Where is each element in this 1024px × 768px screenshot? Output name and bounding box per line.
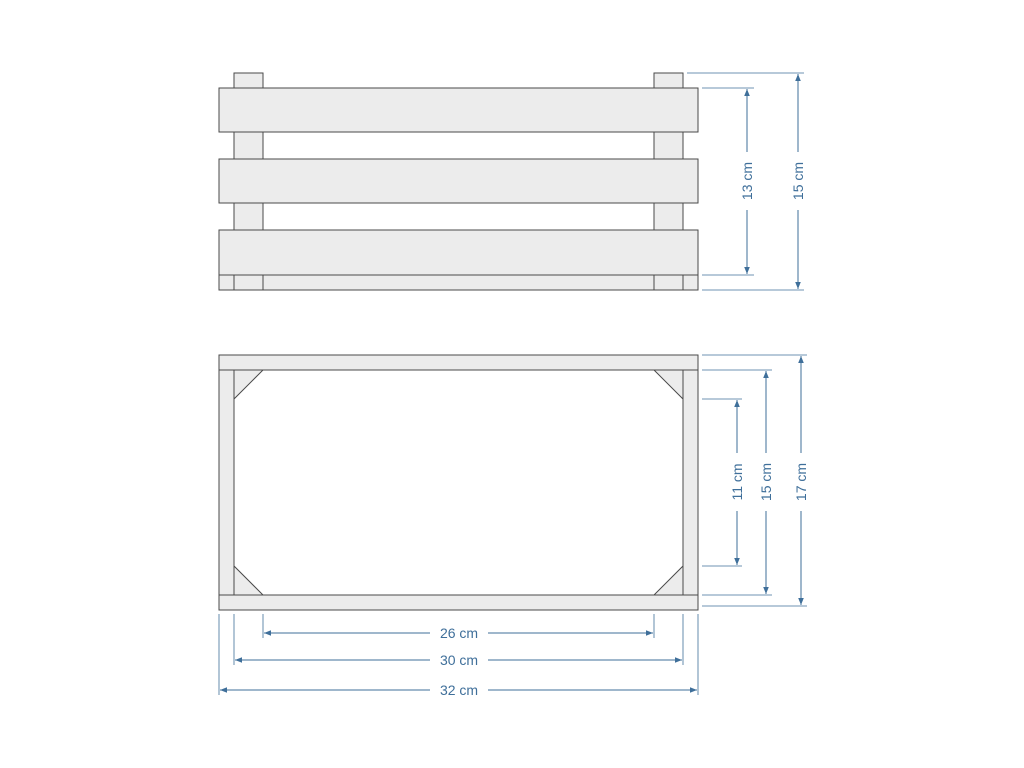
- front-view: [218, 72, 699, 291]
- front-slat-bottom: [218, 229, 699, 276]
- dimension-label-17cm: 17 cm: [793, 463, 809, 501]
- corner-block-bottom-right: [652, 564, 684, 596]
- dimension-label-13cm: 13 cm: [739, 162, 755, 200]
- dimension-front-15: 15 cm: [687, 72, 806, 291]
- dimension-width-26: 26 cm: [262, 614, 655, 641]
- dimension-width-30: 30 cm: [233, 614, 684, 668]
- dimension-top-11: 11 cm: [702, 398, 745, 567]
- dimension-label-30cm: 30 cm: [440, 652, 478, 668]
- dimension-top-17: 17 cm: [702, 354, 809, 607]
- dimension-label-15cm: 15 cm: [790, 162, 806, 200]
- corner-block-top-right: [652, 369, 684, 401]
- dimension-front-13: 13 cm: [702, 87, 755, 276]
- corner-block-top-left: [233, 369, 265, 401]
- dimension-label-15cm-top: 15 cm: [758, 463, 774, 501]
- dimension-label-26cm: 26 cm: [440, 625, 478, 641]
- corner-block-bottom-left: [233, 564, 265, 596]
- dimension-label-32cm: 32 cm: [440, 682, 478, 698]
- dimension-width-32: 32 cm: [218, 614, 699, 698]
- front-slat-middle: [218, 158, 699, 204]
- top-inner-cavity: [233, 369, 684, 596]
- dimension-top-15: 15 cm: [702, 369, 774, 596]
- dimension-label-11cm: 11 cm: [729, 463, 745, 500]
- top-view: [218, 354, 699, 611]
- front-slat-top: [218, 87, 699, 133]
- front-bottom-board: [218, 274, 699, 291]
